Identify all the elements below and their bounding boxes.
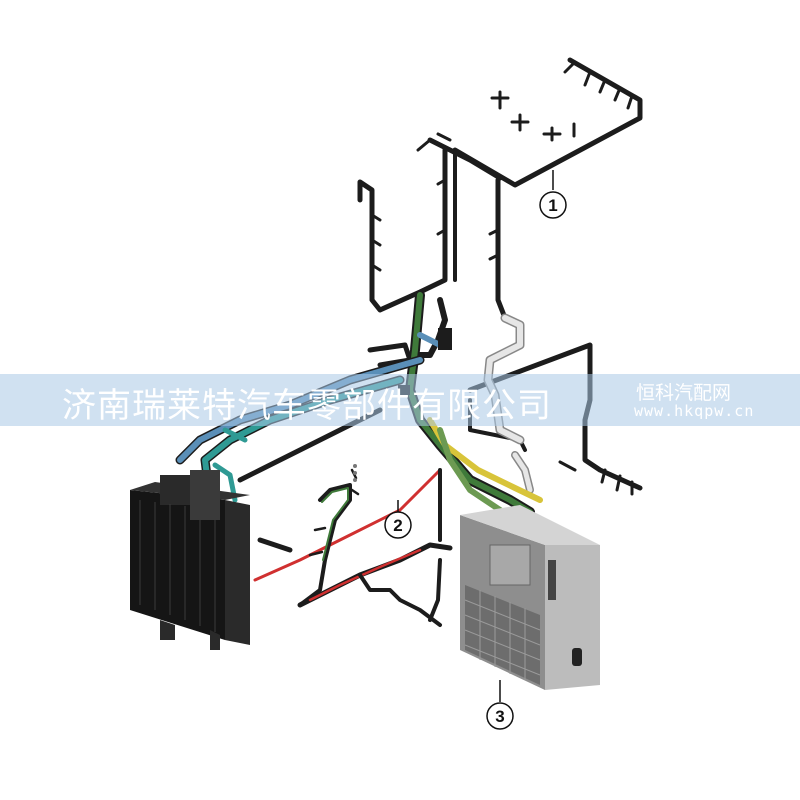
radiator-unit bbox=[130, 470, 250, 650]
watermark-site-name: 恒科汽配网 bbox=[636, 382, 732, 404]
callout-2: 2 bbox=[384, 500, 412, 539]
callout-1-number: 1 bbox=[548, 196, 557, 215]
watermark-company-name: 济南瑞莱特汽车零部件有限公司 bbox=[62, 386, 552, 426]
callout-3-number: 3 bbox=[495, 707, 504, 726]
watermark-banner-background bbox=[0, 374, 800, 426]
watermark-banner: 济南瑞莱特汽车零部件有限公司 恒科汽配网 www.hkqpw.cn bbox=[0, 374, 800, 426]
watermark-site-url: www.hkqpw.cn bbox=[634, 402, 755, 420]
callout-2-number: 2 bbox=[393, 516, 402, 535]
callout-1: 1 bbox=[539, 170, 567, 219]
harness-2-lower bbox=[253, 464, 453, 627]
callout-3: 3 bbox=[486, 680, 514, 730]
electrical-cabinet bbox=[460, 505, 600, 690]
